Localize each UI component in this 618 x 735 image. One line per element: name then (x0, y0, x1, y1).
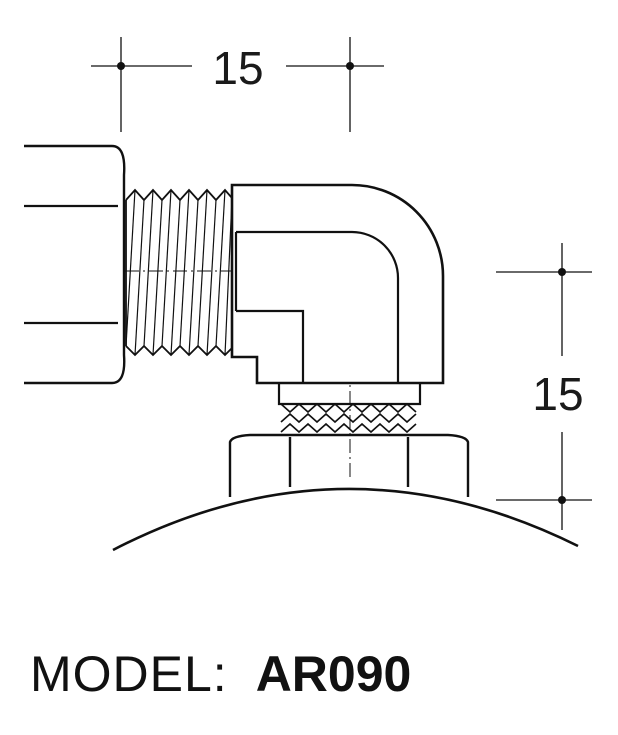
left-hex-nut (24, 144, 126, 385)
horizontal-thread (125, 188, 233, 357)
model-caption: MODEL: AR090 (30, 645, 411, 703)
vertical-dimension (496, 243, 592, 530)
elbow-body (230, 183, 445, 385)
lower-hex-boss (228, 433, 470, 497)
model-prefix: MODEL: (30, 646, 228, 702)
horizontal-dimension (91, 37, 384, 132)
horizontal-dimension-label: 15 (212, 42, 263, 94)
vertical-dimension-label: 15 (532, 368, 583, 420)
vertical-thread (277, 383, 422, 434)
model-code: AR090 (255, 646, 412, 702)
tank-curve (112, 487, 579, 552)
